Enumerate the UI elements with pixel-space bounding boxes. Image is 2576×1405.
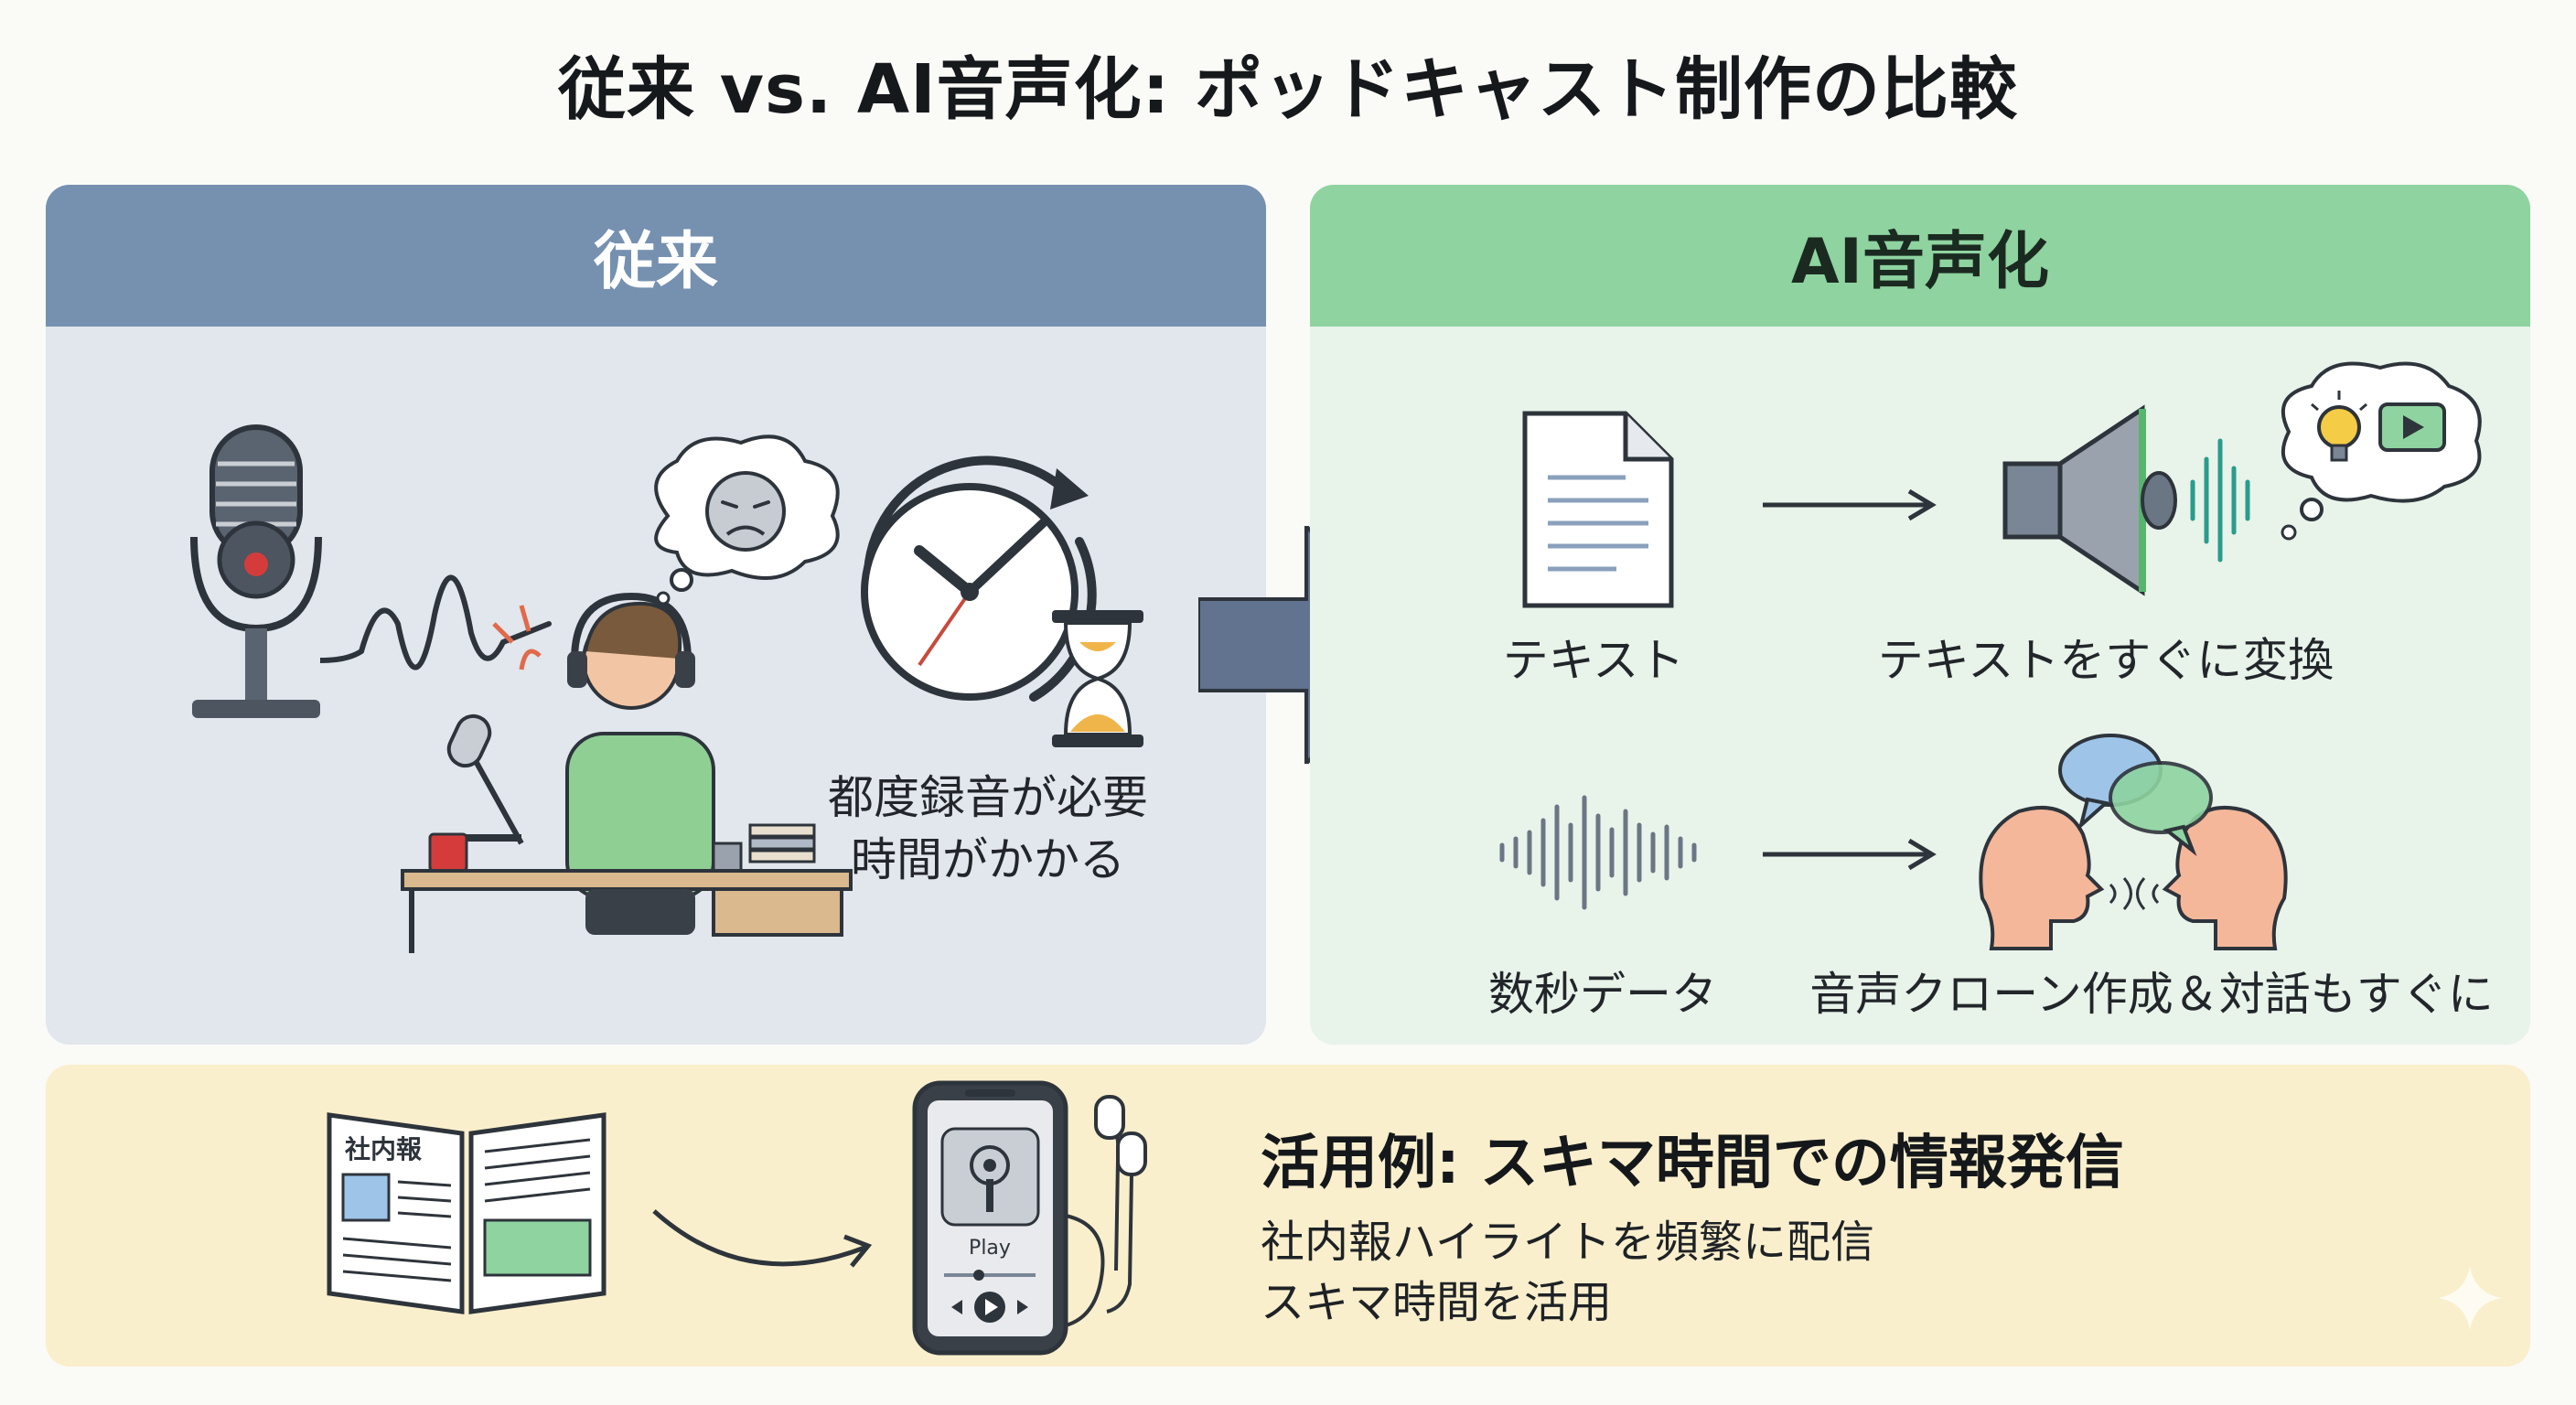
newsletter-label: 社内報 [345, 1134, 423, 1164]
text-label: テキスト [1502, 634, 1685, 687]
thought-bubble-icon [654, 434, 840, 606]
smartphone-podcast-icon: Play [912, 1080, 1147, 1356]
use-case-title: 活用例: スキマ時間での情報発信 [1261, 1130, 2124, 1197]
traditional-header: 従来 [46, 185, 1266, 327]
idea-bubble-icon [2281, 361, 2482, 541]
use-case-line1: 社内報ハイライトを頻繁に配信 [1261, 1217, 1875, 1268]
curved-arrow-icon [652, 1209, 873, 1268]
podcaster-desk-icon [401, 592, 853, 953]
ai-voice-panel: AI音声化 テキス [1310, 185, 2530, 1045]
speaker-icon [2002, 404, 2250, 596]
sparkle-icon [2438, 1266, 2502, 1330]
hourglass-icon [1052, 610, 1143, 747]
studio-microphone-icon [190, 424, 322, 718]
right-arrow-icon [1763, 838, 1937, 871]
text-convert-label: テキストをすぐに変換 [1877, 634, 2334, 687]
voice-clone-label: 音声クローン作成＆対話もすぐに [1809, 968, 2494, 1021]
right-arrow-icon [1763, 488, 1937, 521]
use-case-line2: スキマ時間を活用 [1261, 1277, 1613, 1328]
newsletter-book-icon: 社内報 [327, 1112, 606, 1314]
traditional-caption-line1: 都度録音が必要 [828, 771, 1148, 824]
sound-wave-icon [320, 574, 552, 670]
seconds-data-label: 数秒データ [1488, 968, 1717, 1021]
phone-play-label: Play [969, 1237, 1011, 1260]
traditional-panel: 従来 [46, 185, 1266, 1045]
ai-voice-header: AI音声化 [1310, 185, 2530, 327]
page-title: 従来 vs. AI音声化: ポッドキャスト制作の比較 [557, 50, 2019, 129]
clock-icon [861, 456, 1097, 702]
text-document-icon [1522, 411, 1674, 608]
traditional-caption-line2: 時間がかかる [851, 833, 1125, 886]
use-case-panel: 社内報 Play [46, 1065, 2530, 1367]
waveform-icon [1499, 795, 1697, 910]
conversation-heads-icon [1979, 734, 2288, 950]
